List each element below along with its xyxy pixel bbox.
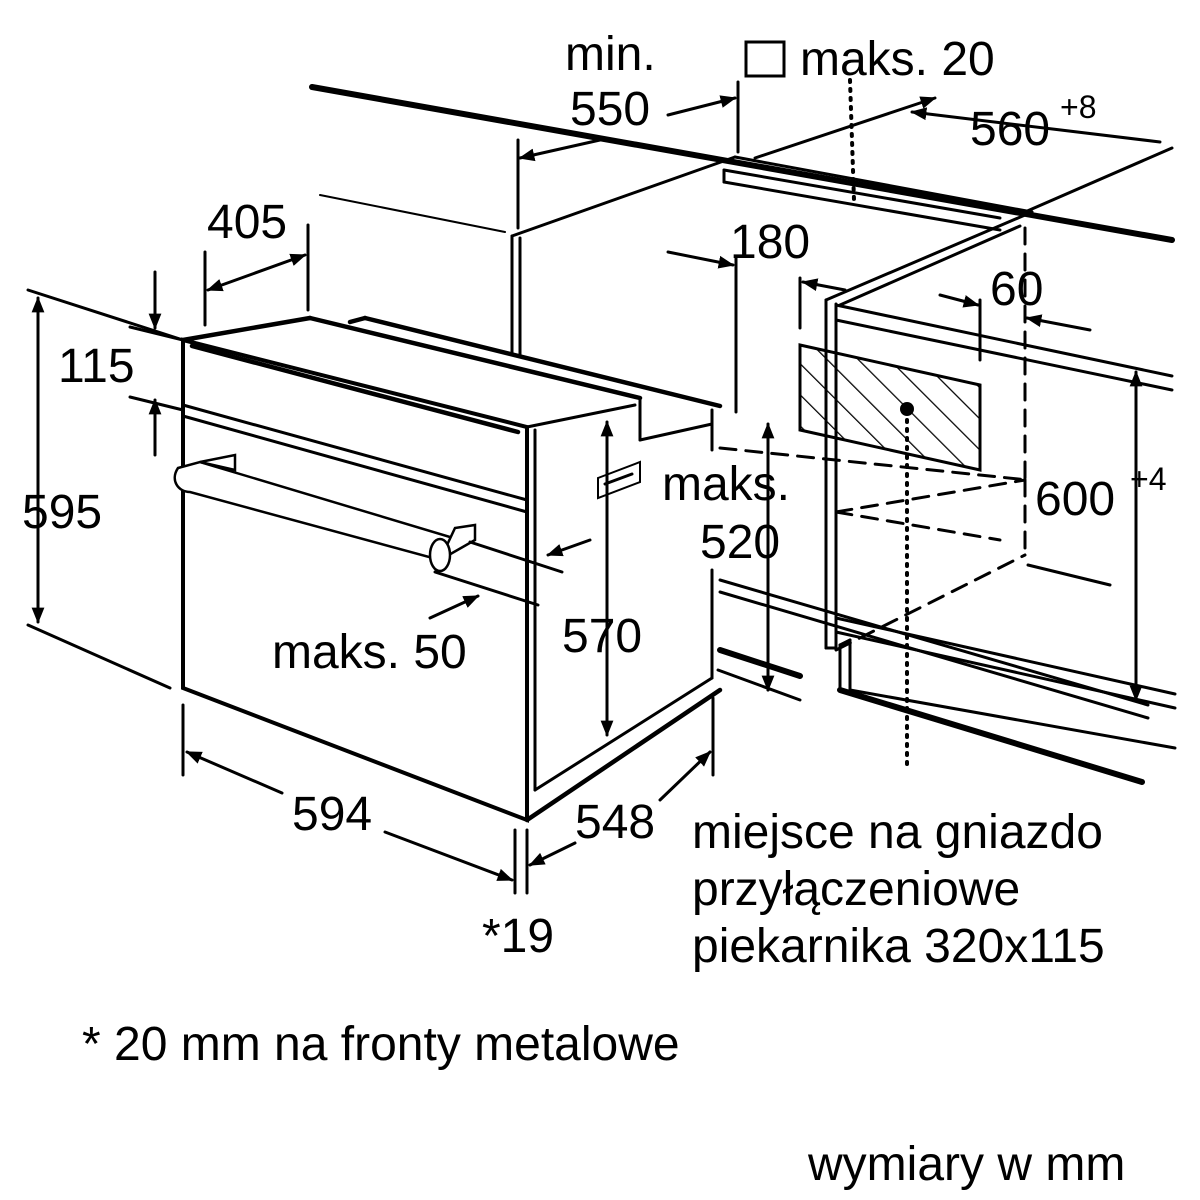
square-symbol [744,40,786,78]
label-115: 115 [58,340,135,393]
label-maks: maks. [662,458,790,511]
label-maks50: maks. 50 [272,626,467,679]
label-600: 600 [1035,473,1115,526]
label-min: min. [565,28,656,81]
label-570: 570 [562,610,642,663]
label-520: 520 [700,516,780,569]
label-600-sup: +4 [1130,461,1166,497]
label-595: 595 [22,486,102,539]
label-550: 550 [570,83,650,136]
label-548: 548 [575,796,655,849]
label-405: 405 [207,196,287,249]
socket-note: miejsce na gniazdo przyłączeniowe piekar… [692,806,1105,973]
max20-guide [848,78,856,202]
label-60: 60 [990,263,1043,316]
socket-note-line2: przyłączeniowe [692,863,1020,916]
label-560: 560 [970,103,1050,156]
footnote: * 20 mm na fronty metalowe [82,1018,680,1071]
dimension-labels: min. 550 maks. 20 560 +8 405 180 60 115 … [22,28,1166,963]
label-maks20: maks. 20 [800,33,995,86]
dimension-lines [26,80,1174,895]
socket-zone [798,343,982,767]
label-594: 594 [292,788,372,841]
units-note: wymiary w mm [807,1138,1125,1191]
label-180: 180 [730,216,810,269]
socket-note-line1: miejsce na gniazdo [692,806,1103,859]
label-19: *19 [482,910,554,963]
socket-note-line3: piekarnika 320x115 [692,920,1105,973]
label-560-sup: +8 [1060,89,1096,125]
oven-body [173,315,723,823]
